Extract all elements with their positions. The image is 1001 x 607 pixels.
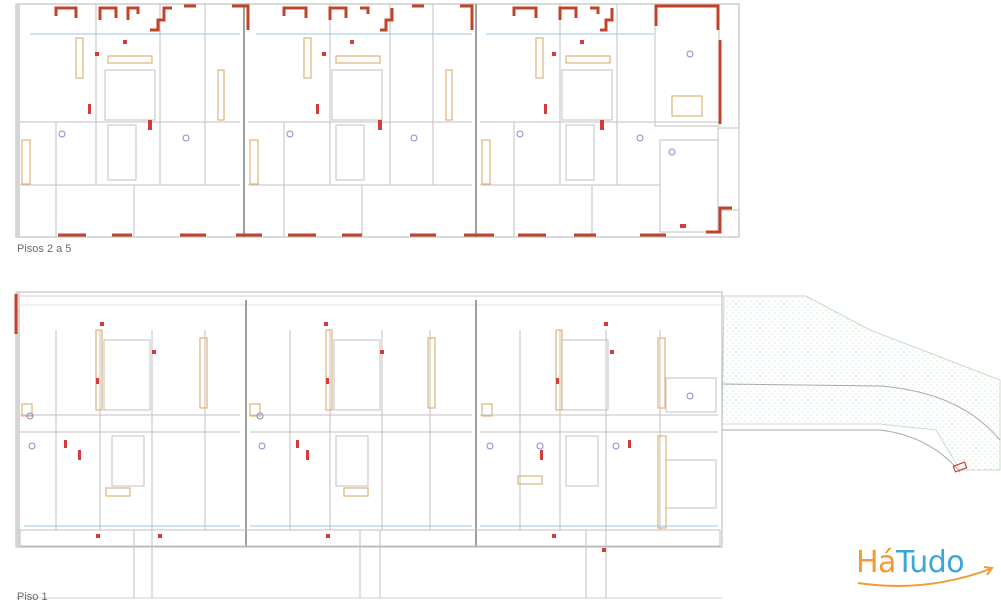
party-walls-lower bbox=[245, 300, 477, 547]
toilet-symbols bbox=[58, 50, 694, 156]
access-road bbox=[721, 383, 1001, 441]
kitchen-counters bbox=[21, 37, 703, 185]
logo-wordmark: HáTudo bbox=[856, 545, 965, 580]
lower-floor-plan bbox=[14, 291, 1001, 599]
kitchen-counters-lower bbox=[21, 329, 667, 529]
interior-walls-lower bbox=[19, 330, 721, 598]
exterior-walls-red bbox=[54, 4, 732, 237]
lower-plan-title: Piso 1 bbox=[17, 591, 48, 603]
sanitary-fixtures bbox=[88, 40, 686, 228]
logo-part-tudo: Tudo bbox=[895, 545, 965, 580]
sanitary-fixtures-lower bbox=[64, 322, 631, 552]
toilet-symbols-lower bbox=[26, 392, 694, 450]
logo-part-ha: Há bbox=[856, 545, 896, 580]
upper-floor-plan bbox=[15, 3, 740, 238]
upper-plan-title: Pisos 2 a 5 bbox=[17, 243, 72, 255]
logo-swoosh-icon bbox=[857, 566, 994, 587]
party-walls bbox=[243, 4, 477, 237]
hatudo-logo: HáTudo bbox=[856, 545, 996, 595]
landscape-area bbox=[721, 295, 1001, 471]
